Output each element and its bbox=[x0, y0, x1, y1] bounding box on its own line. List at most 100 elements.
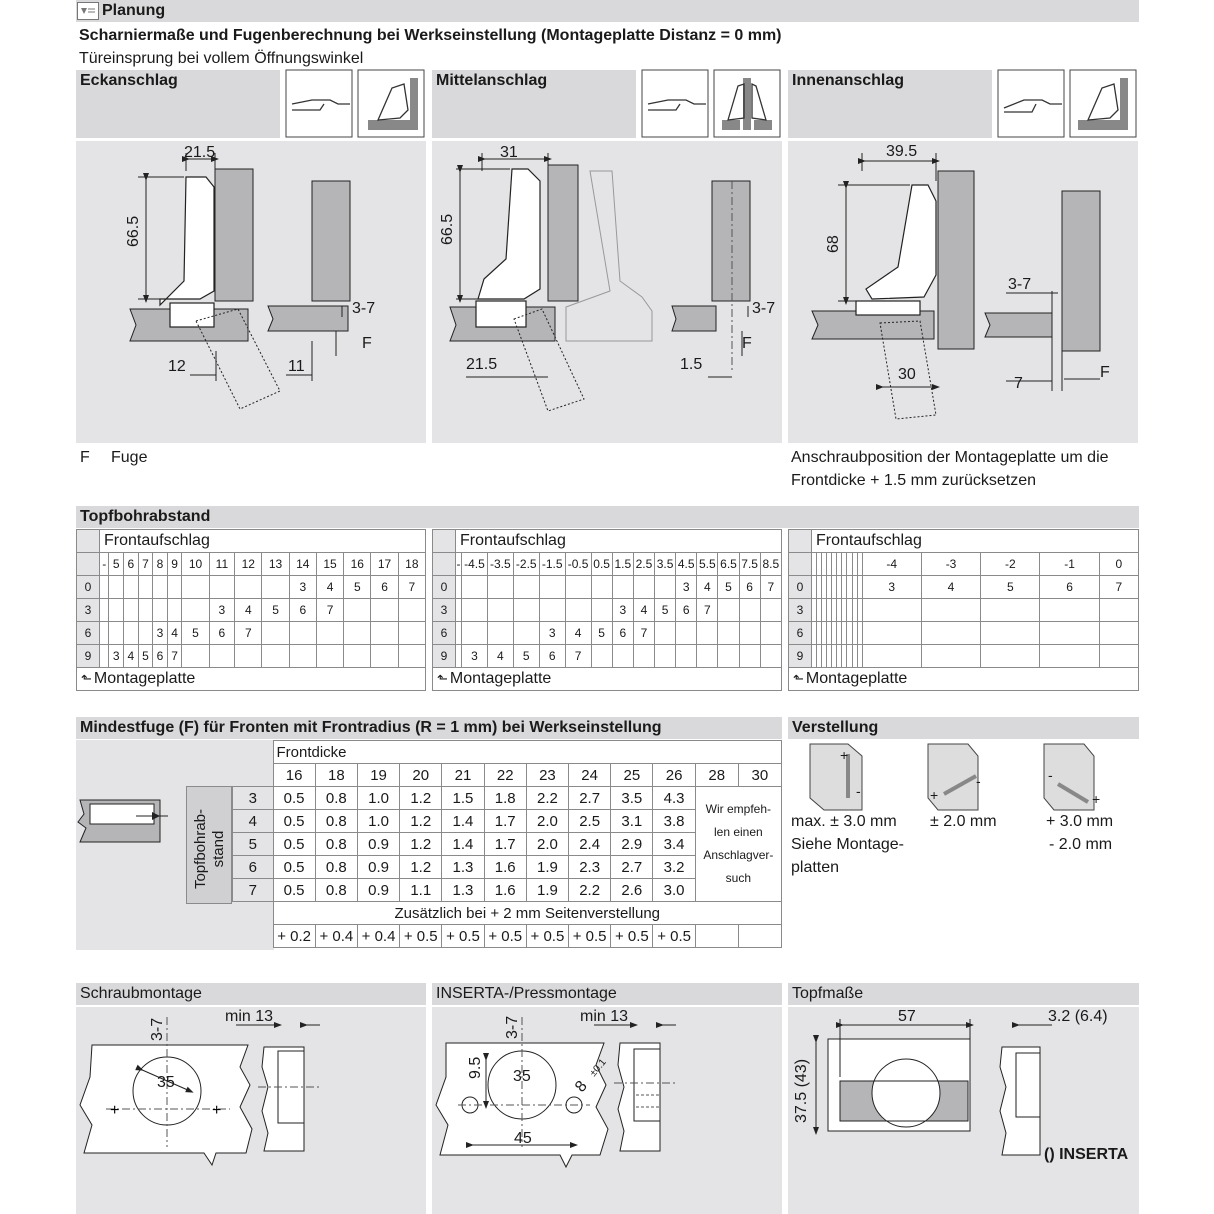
svg-text:+: + bbox=[110, 1102, 119, 1119]
table-cell bbox=[653, 644, 677, 668]
col-header: -0.5 bbox=[564, 552, 592, 576]
col-header: 4.5 bbox=[675, 552, 698, 576]
hinge-drawings: 21.5 66.5 3-7 F 12 11 31 66.5 3-7 F 21.5… bbox=[125, 143, 1110, 420]
table-cell: 5 bbox=[137, 644, 154, 668]
table-cell: 7 bbox=[696, 598, 719, 622]
col-header: 6.5 bbox=[717, 552, 740, 576]
eck-dim-fuge: F bbox=[362, 335, 372, 352]
table-cell bbox=[759, 644, 783, 668]
topf-dim-375: 37.5 (43) bbox=[793, 1059, 810, 1123]
table-cell bbox=[538, 575, 566, 599]
table-cell bbox=[343, 644, 372, 668]
table-cell bbox=[261, 644, 290, 668]
inserta-header: INSERTA-/Pressmontage bbox=[432, 983, 782, 1005]
col-header: 0 bbox=[1098, 552, 1140, 576]
planung-header: Planung bbox=[76, 0, 1139, 22]
table-cell: 7 bbox=[632, 621, 656, 645]
thumbnail-icons bbox=[285, 69, 1137, 138]
col-header: 11 bbox=[208, 552, 236, 576]
table-cell: 4 bbox=[166, 621, 183, 645]
montageplatte-label: ⬑Montageplatte bbox=[76, 667, 426, 691]
verstellung-value-1c: platten bbox=[791, 859, 840, 876]
table-cell bbox=[717, 644, 740, 668]
planung-title: Planung bbox=[102, 2, 166, 19]
col-header: 16 bbox=[343, 552, 372, 576]
corner-arrow-icon: ⬑ bbox=[437, 671, 448, 686]
table-cell: 7 bbox=[397, 575, 427, 599]
eck-dim-height: 66.5 bbox=[125, 216, 142, 247]
table-cell: 3 bbox=[460, 644, 488, 668]
table-cell bbox=[738, 644, 761, 668]
table-cell bbox=[694, 924, 739, 948]
verstellung-header: Verstellung bbox=[788, 717, 1139, 739]
table-cell bbox=[1039, 644, 1100, 668]
table-cell bbox=[370, 644, 399, 668]
montageplatte-label: ⬑Montageplatte bbox=[788, 667, 1139, 691]
table-cell: 1.0 bbox=[356, 809, 401, 833]
table-cell bbox=[315, 621, 345, 645]
inserta-dim-95: 9.5 bbox=[467, 1057, 484, 1079]
col-header: 23 bbox=[525, 763, 570, 787]
legend-note-line2: Frontdicke + 1.5 mm zurücksetzen bbox=[791, 472, 1036, 489]
table-cell: + 0.5 bbox=[399, 924, 443, 948]
table-cell bbox=[737, 924, 783, 948]
row-header: 9 bbox=[432, 644, 456, 668]
innen-dim-fuge: F bbox=[1100, 364, 1110, 381]
table-cell: 4 bbox=[920, 575, 982, 599]
mindestfuge-header: Mindestfuge (F) für Fronten mit Frontrad… bbox=[76, 717, 782, 739]
table-cell: 4 bbox=[486, 644, 514, 668]
table-cell bbox=[137, 598, 154, 622]
table-cell: 6 bbox=[152, 644, 168, 668]
table-cell: 1.0 bbox=[356, 786, 401, 810]
table-cell bbox=[123, 621, 139, 645]
table-cell bbox=[166, 575, 183, 599]
col-header: -1 bbox=[1039, 552, 1100, 576]
col-header: 12 bbox=[234, 552, 263, 576]
table-cell: 5 bbox=[261, 598, 290, 622]
table-cell: + 0.5 bbox=[441, 924, 485, 948]
svg-text:+: + bbox=[1092, 791, 1100, 807]
table-cell bbox=[108, 598, 125, 622]
eckanschlag-header: Eckanschlag bbox=[76, 70, 280, 138]
table-cell bbox=[717, 598, 740, 622]
table-cell: 2.0 bbox=[525, 809, 570, 833]
table-cell: 3 bbox=[152, 621, 168, 645]
row-header: 0 bbox=[432, 575, 456, 599]
table-cell: + 0.4 bbox=[356, 924, 401, 948]
inserta-dim-45: 45 bbox=[514, 1130, 532, 1147]
col-header: 5 bbox=[108, 552, 125, 576]
inserta-dim-min13: min 13 bbox=[580, 1008, 628, 1025]
table-cell bbox=[486, 598, 514, 622]
table-cell bbox=[759, 598, 783, 622]
table-cell: 7 bbox=[315, 598, 345, 622]
table-cell: 1.2 bbox=[399, 855, 443, 879]
row-header: 6 bbox=[232, 855, 274, 879]
schraubmontage-header: Schraubmontage bbox=[76, 983, 426, 1005]
table-cell: 3.8 bbox=[652, 809, 696, 833]
col-header: 2.5 bbox=[632, 552, 656, 576]
col-header: 7.5 bbox=[738, 552, 761, 576]
col-header: 7 bbox=[137, 552, 154, 576]
svg-text:+: + bbox=[840, 747, 848, 763]
col-header: 9 bbox=[166, 552, 183, 576]
table-cell bbox=[653, 575, 677, 599]
table-cell bbox=[512, 575, 540, 599]
table-cell: 3.0 bbox=[652, 878, 696, 902]
table-row: 6 bbox=[788, 621, 1140, 645]
mittel-dim-fuge: F bbox=[742, 335, 752, 352]
col-header: 24 bbox=[568, 763, 612, 787]
table-cell: 3 bbox=[288, 575, 317, 599]
table-cell: + 0.5 bbox=[525, 924, 570, 948]
table-cell: 0.8 bbox=[314, 786, 358, 810]
verstellung-value-1a: max. ± 3.0 mm bbox=[791, 813, 897, 830]
table-cell: 1.3 bbox=[441, 878, 485, 902]
table-cell bbox=[486, 621, 514, 645]
col-header: 8.5 bbox=[759, 552, 783, 576]
col-header: 30 bbox=[737, 763, 783, 787]
table-cell: 3 bbox=[208, 598, 236, 622]
table-cell: + 0.5 bbox=[568, 924, 612, 948]
